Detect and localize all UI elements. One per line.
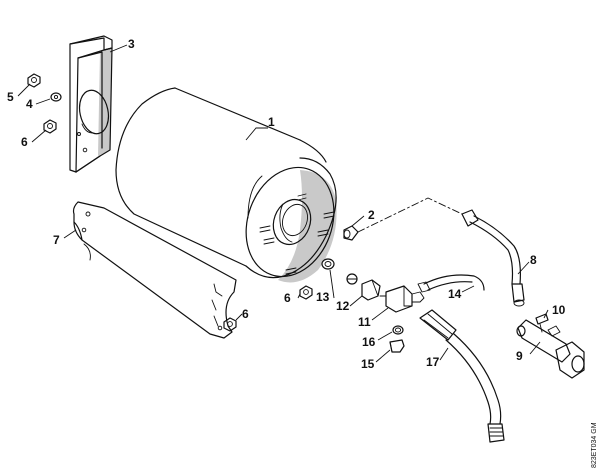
callout-3: 3 bbox=[128, 37, 135, 51]
callout-12: 12 bbox=[336, 299, 350, 313]
plug-part bbox=[321, 258, 335, 270]
valve-fitting-part bbox=[379, 285, 425, 313]
nut-part bbox=[299, 285, 313, 300]
callout-16: 16 bbox=[362, 335, 376, 349]
callout-2: 2 bbox=[368, 208, 375, 222]
nozzle-part bbox=[343, 225, 359, 241]
callout-4: 4 bbox=[26, 97, 33, 111]
washer-part bbox=[50, 92, 62, 102]
callout-15: 15 bbox=[361, 357, 375, 371]
callout-8: 8 bbox=[530, 253, 537, 267]
nut-part bbox=[27, 73, 41, 88]
drawing-code: 823ET034 GM bbox=[591, 422, 598, 468]
callout-14: 14 bbox=[448, 287, 462, 301]
leader-lines bbox=[17, 44, 549, 363]
callout-7: 7 bbox=[53, 233, 60, 247]
callout-10: 10 bbox=[552, 303, 566, 317]
nut-part bbox=[43, 119, 57, 134]
cap-part bbox=[361, 279, 381, 301]
grommet-part bbox=[346, 273, 358, 285]
manifold-part bbox=[516, 319, 585, 379]
callout-6-shield: 6 bbox=[242, 307, 249, 321]
tube-part bbox=[417, 274, 485, 293]
callout-13: 13 bbox=[316, 290, 330, 304]
pipe-part bbox=[461, 209, 525, 307]
callout-6-tank: 6 bbox=[284, 291, 291, 305]
screw-part bbox=[535, 313, 549, 333]
axis-line bbox=[357, 197, 463, 233]
callout-1: 1 bbox=[268, 115, 275, 129]
callout-5: 5 bbox=[7, 90, 14, 104]
nut-part bbox=[223, 317, 237, 332]
callout-6-bracket: 6 bbox=[21, 135, 28, 149]
tank-part bbox=[115, 87, 337, 283]
hose-part bbox=[419, 309, 505, 443]
bracket-part bbox=[69, 35, 113, 173]
seal-ring-part bbox=[392, 325, 404, 335]
callout-11: 11 bbox=[358, 315, 371, 329]
shield-plate-part bbox=[72, 201, 237, 339]
callout-17: 17 bbox=[426, 355, 440, 369]
callout-9: 9 bbox=[516, 349, 523, 363]
drain-plug-part bbox=[389, 339, 405, 353]
